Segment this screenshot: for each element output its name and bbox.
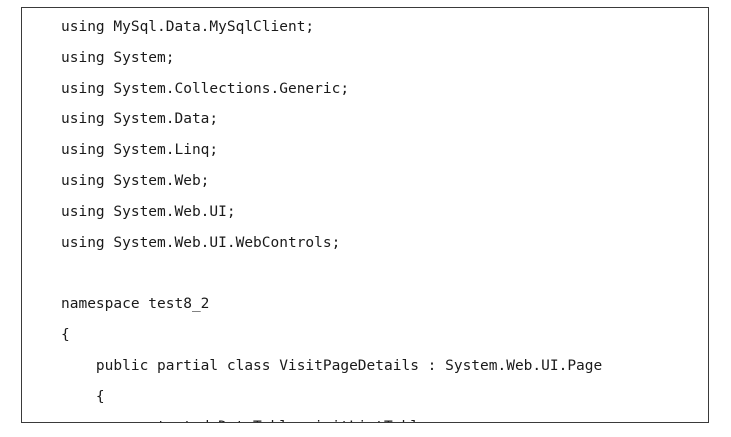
code-line: { xyxy=(61,326,70,343)
code-line: using System.Web.UI.WebControls; xyxy=(61,234,341,251)
code-line xyxy=(61,258,602,289)
code-line: using System.Data; xyxy=(61,111,219,128)
code-line: using System.Collections.Generic; xyxy=(61,80,350,97)
code-line: namespace test8_2 xyxy=(61,296,210,313)
code-line: using System; xyxy=(61,49,175,66)
code-lines: using MySql.Data.MySqlClient; using Syst… xyxy=(61,12,603,422)
code-block: using MySql.Data.MySqlClient; using Syst… xyxy=(21,7,709,423)
code-line: using MySql.Data.MySqlClient; xyxy=(61,19,315,35)
code-line: using System.Linq; xyxy=(61,142,219,159)
code-line: using System.Web.UI; xyxy=(61,203,236,220)
code-line: using System.Web; xyxy=(61,172,210,189)
code-line: protected DataTable visitListTable; xyxy=(61,412,602,422)
code-line: { xyxy=(61,388,105,405)
code-line: public partial class VisitPageDetails : … xyxy=(61,357,603,374)
